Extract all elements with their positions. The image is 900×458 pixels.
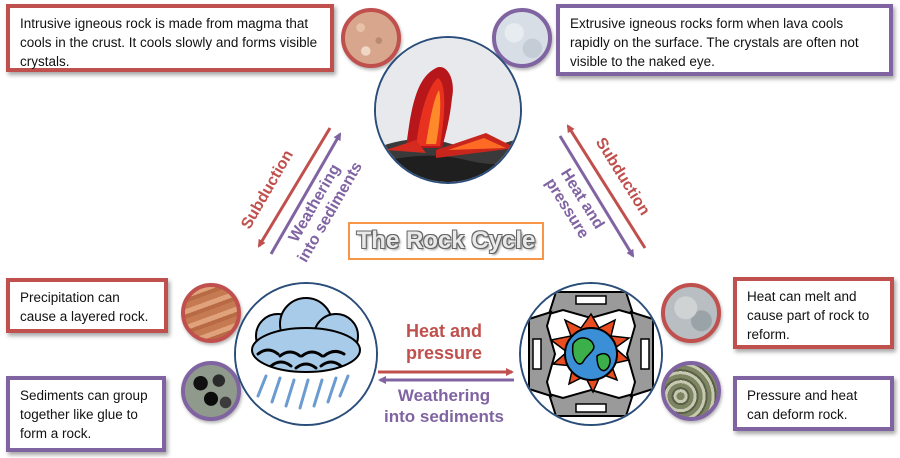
bottom-weathering-line2: into sediments [384,407,504,426]
right-subduction-arrow [566,124,647,249]
extrusive-igneous-box: Extrusive igneous rocks form when lava c… [556,4,893,76]
heat-melt-box: Heat can melt and cause part of rock to … [733,277,894,349]
layered-rock-image [181,283,241,343]
earth-pressure-icon [521,284,661,424]
bottom-heat-line2: pressure [405,343,483,363]
bottom-weathering-label: Weathering into sediments [374,385,514,427]
granite-sample-image [341,8,401,68]
basalt-sample-image [492,8,552,68]
igneous-volcano-circle [374,36,522,184]
bottom-heat-label: Heat and pressure [384,320,504,364]
left-weathering-arrow [269,132,342,255]
sediment-rock-image [181,361,241,421]
marble-rock-image [661,283,721,343]
left-subduction-arrow [257,127,332,248]
right-heat-arrow [558,135,635,258]
intrusive-igneous-box: Intrusive igneous rock is made from magm… [6,4,334,72]
sedimentary-cloud-circle [234,282,378,426]
metamorphic-earth-circle [519,282,663,426]
sediments-box: Sediments can group together like glue t… [6,376,166,452]
bottom-heat-line1: Heat and [405,321,483,341]
pressure-heat-box: Pressure and heat can deform rock. [733,376,894,431]
diagram-title: The Rock Cycle [348,222,544,260]
rain-cloud-icon [236,284,376,424]
precipitation-box: Precipitation can cause a layered rock. [6,278,168,333]
deformed-rock-image [661,361,721,421]
bottom-weathering-line1: Weathering [397,386,491,405]
